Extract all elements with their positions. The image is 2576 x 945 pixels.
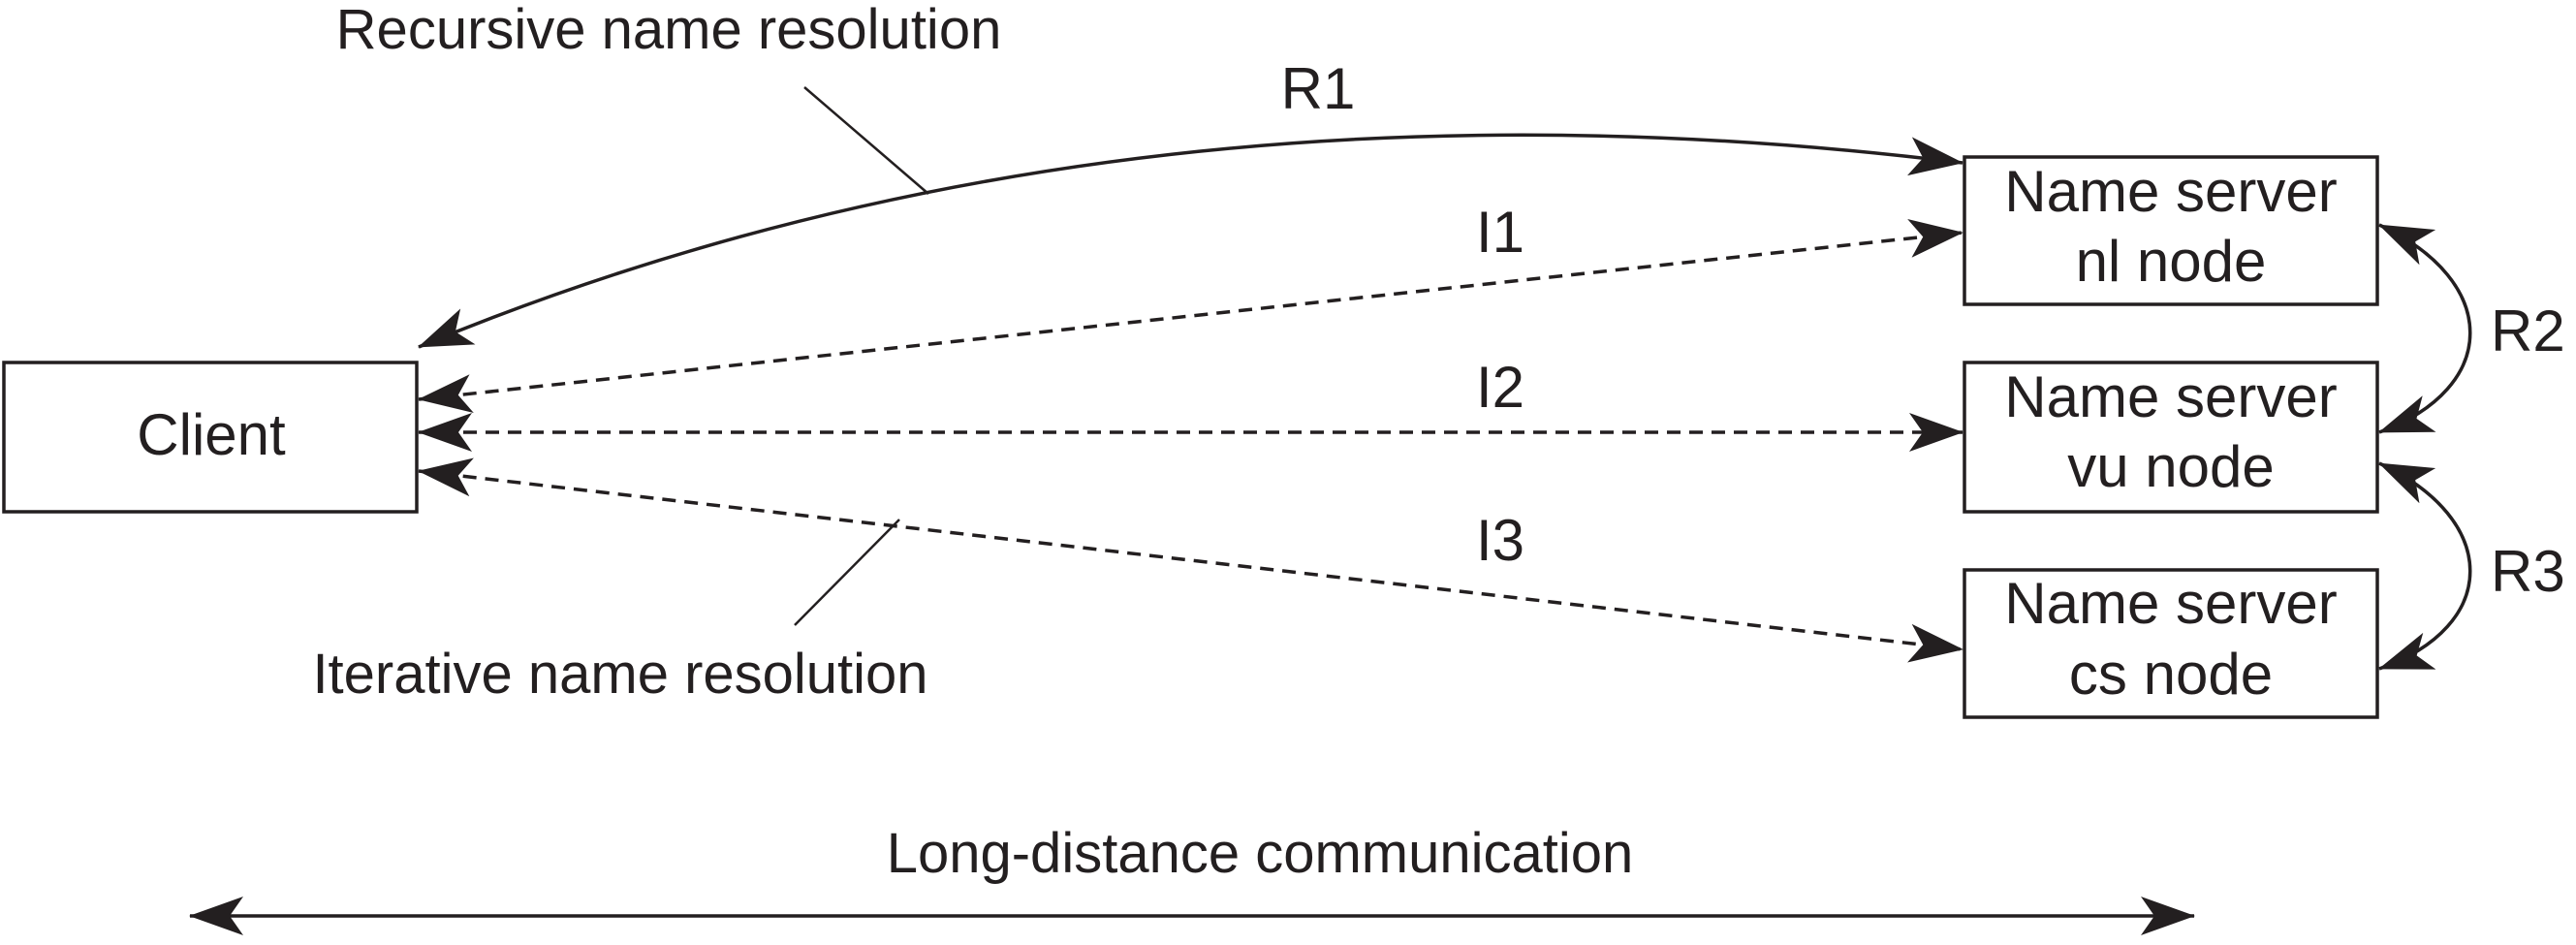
i3-edge: [418, 457, 1963, 663]
nl-node-label-line1: Name server: [2004, 159, 2337, 224]
i1-edge: [418, 219, 1963, 413]
cs-node-label-line1: Name server: [2004, 571, 2337, 636]
iterative-pointer-line: [794, 519, 900, 626]
r3-label: R3: [2491, 539, 2565, 604]
i1-label: I1: [1476, 200, 1524, 265]
nl-node-label-line2: nl node: [2076, 229, 2267, 294]
r1-label: R1: [1281, 56, 1356, 121]
r2-edge: [2378, 223, 2472, 434]
i3-label: I3: [1476, 508, 1524, 573]
i2-label: I2: [1476, 355, 1524, 420]
vu-node-box: [1963, 361, 2379, 514]
cs-node-label-line2: cs node: [2069, 642, 2273, 707]
recursive-annotation: Recursive name resolution: [336, 0, 1002, 61]
r2-label: R2: [2491, 299, 2565, 363]
client-box: [2, 361, 419, 514]
long-distance-label: Long-distance communication: [887, 822, 1634, 885]
cs-node-box: [1963, 568, 2379, 719]
vu-node-label-line1: Name server: [2004, 364, 2337, 429]
client-label: Client: [137, 402, 286, 467]
nl-node-box: [1963, 155, 2379, 306]
recursive-pointer-line: [803, 86, 929, 195]
r3-edge: [2378, 461, 2472, 671]
vu-node-label-line2: vu node: [2067, 434, 2275, 499]
r1-edge: [418, 133, 1963, 349]
iterative-annotation: Iterative name resolution: [312, 643, 927, 706]
